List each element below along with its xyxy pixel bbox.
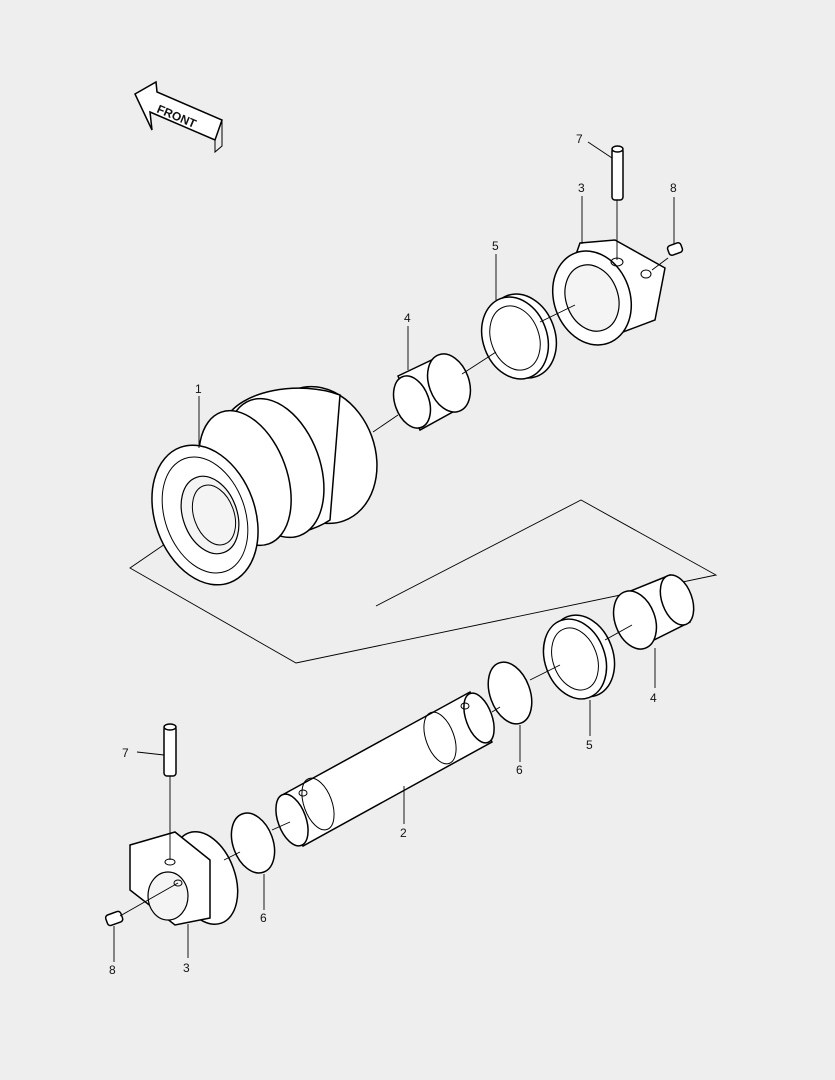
collar-bottom — [129, 830, 239, 926]
plug-bottom — [104, 910, 124, 927]
callout-7-bottom: 7 — [122, 746, 129, 760]
callout-7-top: 7 — [576, 132, 583, 146]
leader-lines — [113, 141, 675, 962]
callout-8-top: 8 — [670, 181, 677, 195]
callout-1: 1 — [195, 382, 202, 396]
o-ring-right — [487, 661, 533, 725]
callout-2: 2 — [400, 826, 407, 840]
pin-bottom — [163, 723, 177, 777]
track-roller — [151, 385, 378, 586]
plug-top — [666, 242, 684, 256]
assembly-outline — [129, 499, 718, 664]
callout-4-top: 4 — [404, 311, 411, 325]
callout-3-top: 3 — [578, 181, 585, 195]
callout-5-top: 5 — [492, 239, 499, 253]
collar-top — [551, 239, 666, 346]
callout-5-right: 5 — [586, 738, 593, 752]
callout-6-bottom: 6 — [260, 911, 267, 925]
callout-4-right: 4 — [650, 691, 657, 705]
pin-top — [611, 145, 624, 201]
floating-seal-top — [480, 293, 558, 380]
shaft — [275, 690, 495, 848]
o-ring-bottom — [230, 812, 276, 874]
floating-seal-right — [542, 614, 616, 700]
bushing-top — [392, 353, 472, 432]
front-arrow: FRONT — [134, 80, 223, 154]
callout-8-bottom: 8 — [109, 963, 116, 977]
callout-6-right: 6 — [516, 763, 523, 777]
callout-3-bottom: 3 — [183, 961, 190, 975]
bushing-right — [612, 574, 695, 650]
